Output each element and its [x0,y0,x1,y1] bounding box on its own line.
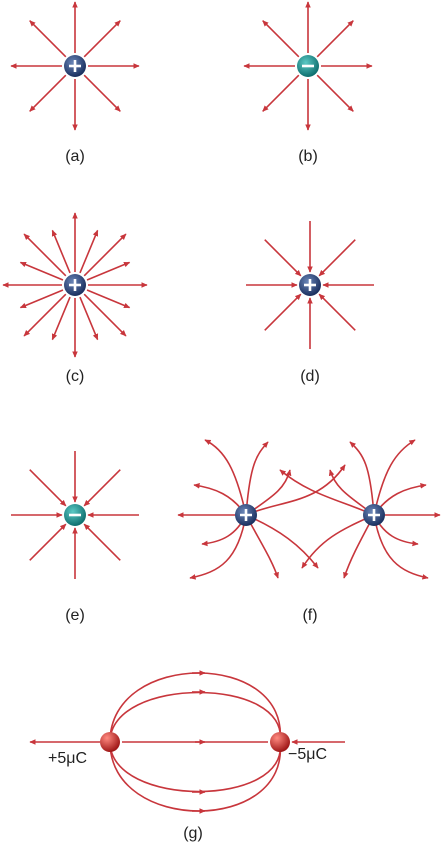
panel-d [246,221,374,349]
panel-e [11,451,139,579]
field-line [83,20,121,58]
plus-sign-icon [240,509,252,521]
panel-f [177,439,441,580]
field-line [51,229,71,274]
field-line [51,296,71,341]
panel-e-label: (e) [65,607,85,624]
field-line [79,296,99,341]
negative-point-charge [270,732,290,752]
field-line [318,293,356,331]
field-line [86,289,131,309]
panel-b [243,1,373,131]
field-line [264,293,302,331]
field-line [83,293,127,337]
panel-b-label: (b) [298,148,318,165]
field-line [262,20,300,58]
field-line [86,261,131,281]
field-line [83,233,127,277]
panel-a-label: (a) [65,148,85,165]
field-line [316,20,354,58]
field-line [79,229,99,274]
field-line [262,74,300,112]
panel-a [10,1,140,131]
panel-c [2,212,148,358]
field-line [19,261,64,281]
field-line [23,293,67,337]
panel-g-label: (g) [183,825,203,842]
field-line [29,20,67,58]
field-line [316,74,354,112]
field-line [83,469,121,507]
field-line [29,469,67,507]
field-line [19,289,64,309]
positive-charge-value: +5μC [48,750,88,767]
field-line [83,523,121,561]
field-line [29,74,67,112]
field-line [23,233,67,277]
field-line [264,239,302,277]
negative-charge-value: −5μC [288,746,328,763]
field-line [83,74,121,112]
panel-g [29,670,345,814]
field-line [29,523,67,561]
positive-point-charge [100,732,120,752]
panel-f-label: (f) [302,607,318,624]
panel-c-label: (c) [65,368,85,385]
panel-d-label: (d) [300,368,320,385]
panel-f-charges [235,504,385,526]
field-line [318,239,356,277]
plus-sign-icon [368,509,380,521]
